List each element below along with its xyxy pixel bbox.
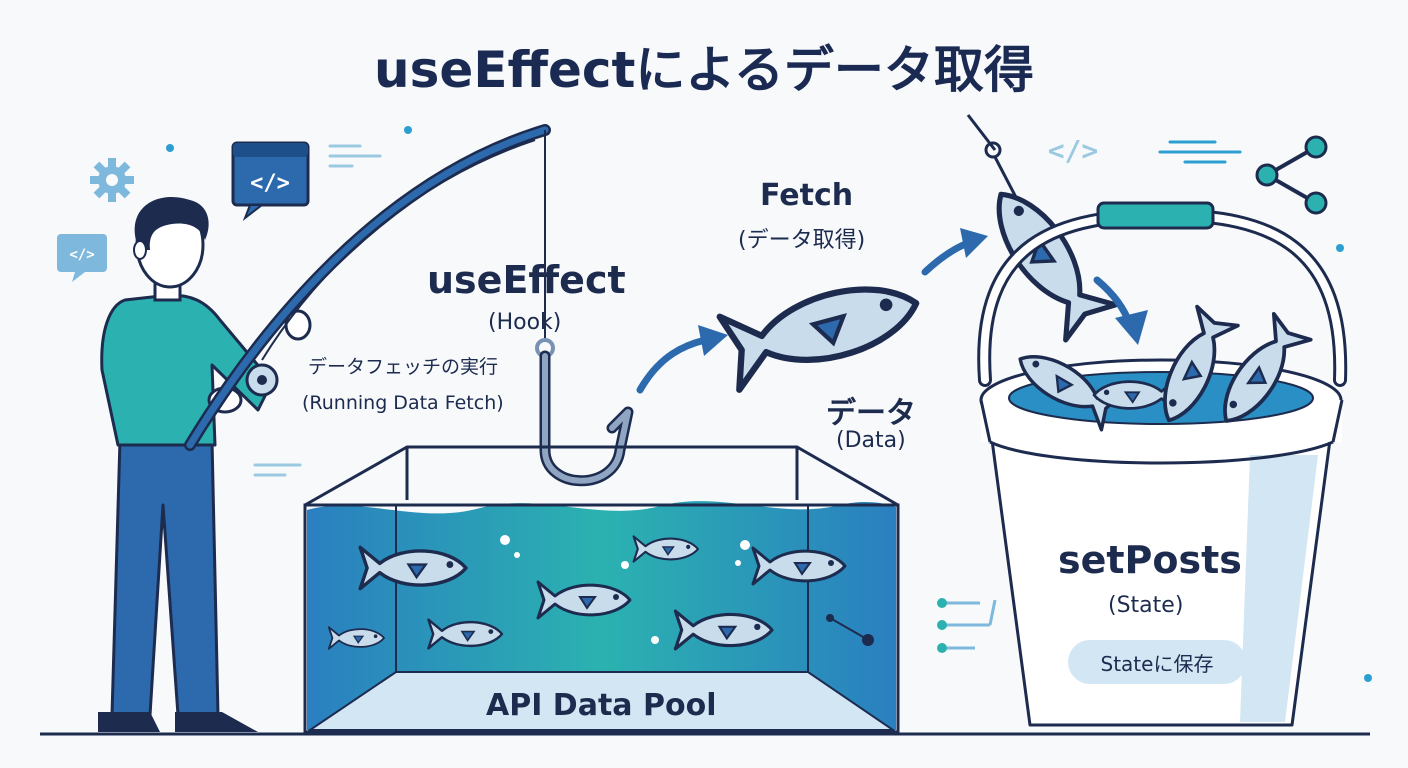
state-badge: Stateに保存 <box>1068 640 1246 684</box>
flow-arrow-1 <box>636 325 728 394</box>
code-window-icon: </> <box>231 141 310 221</box>
fetch-name: Fetch <box>760 178 854 213</box>
run-label-jp: データフェッチの実行 <box>308 356 499 378</box>
state-name: setPosts <box>1058 538 1242 582</box>
fishing-hook-icon <box>535 338 634 487</box>
svg-text:</>: </> <box>250 171 290 196</box>
data-label-jp: データ <box>826 396 916 431</box>
data-label-en: (Data) <box>836 428 906 453</box>
hooked-fish <box>966 114 1116 340</box>
hook-name: useEffect <box>427 258 626 302</box>
code-bubble-icon: </> <box>57 234 107 282</box>
code-tag-icon: </> <box>1048 134 1099 167</box>
fetched-fish <box>720 267 926 390</box>
api-data-pool-tank <box>303 445 900 734</box>
run-label-en: (Running Data Fetch) <box>302 392 504 414</box>
decor-lines-left <box>253 144 382 477</box>
flow-arrow-2 <box>921 228 988 276</box>
page-title: useEffectによるデータ取得 <box>374 41 1034 99</box>
share-network-icon <box>1255 135 1328 215</box>
fetch-label-jp: (データ取得) <box>738 228 866 253</box>
circuit-decor <box>937 598 997 653</box>
svg-text:</>: </> <box>69 247 94 263</box>
svg-text:</>: </> <box>1048 134 1099 167</box>
fishing-rod <box>184 124 551 451</box>
pool-label: API Data Pool <box>486 688 717 723</box>
person-fishing <box>98 196 312 732</box>
gear-icon <box>90 158 134 202</box>
decor-lines-right <box>1158 140 1242 164</box>
flow-arrow-3 <box>1093 276 1148 345</box>
state-kind: (State) <box>1108 593 1184 618</box>
hook-kind: (Hook) <box>488 310 562 335</box>
